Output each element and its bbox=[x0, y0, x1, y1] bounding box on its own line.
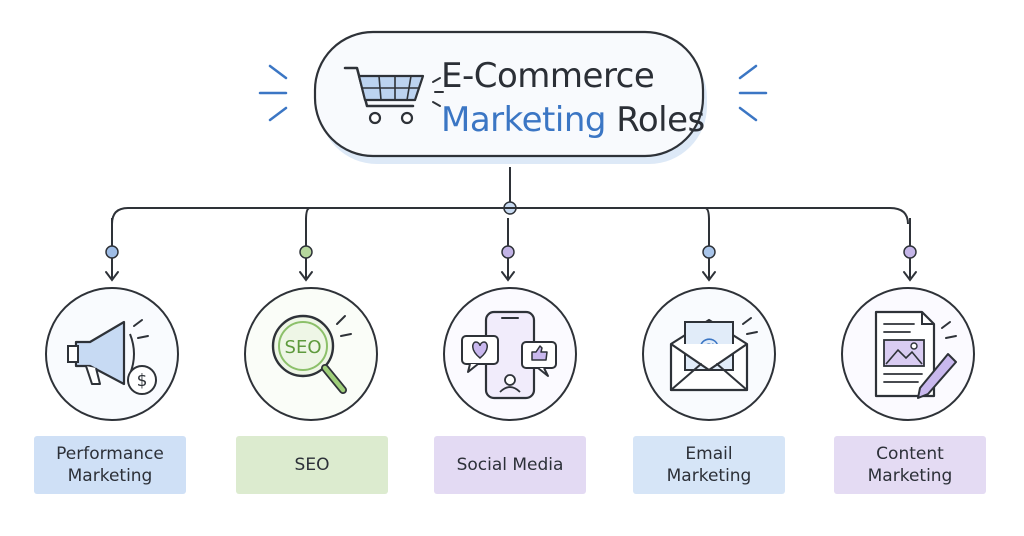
seo-icon-text: SEO bbox=[285, 337, 322, 358]
node-performance-marketing: $ bbox=[42, 284, 182, 424]
arrow-head bbox=[501, 271, 515, 282]
title-line-2: Marketing Roles bbox=[441, 98, 705, 142]
title-rest-word: Roles bbox=[605, 100, 705, 140]
label-seo: SEO bbox=[236, 436, 388, 494]
label-text: Content Marketing bbox=[867, 444, 953, 486]
arrow-head bbox=[903, 271, 917, 282]
right-sparkle-icon bbox=[738, 64, 768, 122]
label-email-marketing: Email Marketing bbox=[633, 436, 785, 494]
drop-dot bbox=[903, 245, 917, 259]
drop-dot bbox=[299, 245, 313, 259]
label-content-marketing: Content Marketing bbox=[834, 436, 986, 494]
arrow-head bbox=[105, 271, 119, 282]
drop-dot bbox=[702, 245, 716, 259]
megaphone-dollar-icon: $ bbox=[67, 319, 157, 395]
svg-text:$: $ bbox=[137, 371, 148, 391]
label-text: Email Marketing bbox=[666, 444, 752, 486]
envelope-at-icon: @ bbox=[669, 317, 758, 392]
shopping-cart-icon bbox=[343, 66, 444, 125]
drop-dot bbox=[105, 245, 119, 259]
label-performance-marketing: Performance Marketing bbox=[34, 436, 186, 494]
magnifier-seo-icon: SEO bbox=[271, 314, 352, 394]
drop-dot bbox=[501, 245, 515, 259]
document-pencil-icon bbox=[874, 310, 957, 399]
node-content-marketing bbox=[838, 284, 978, 424]
title-box: E-Commerce Marketing Roles bbox=[313, 30, 711, 166]
left-sparkle-icon bbox=[258, 64, 288, 122]
node-social-media bbox=[440, 284, 580, 424]
label-text: SEO bbox=[294, 455, 330, 475]
title-line-1: E-Commerce bbox=[441, 56, 655, 96]
arrow-head bbox=[299, 271, 313, 282]
label-text: Social Media bbox=[456, 455, 564, 475]
title-heading: E-Commerce Marketing Roles bbox=[441, 54, 705, 142]
phone-social-icon bbox=[461, 310, 557, 400]
arrow-head bbox=[702, 271, 716, 282]
label-text: Performance Marketing bbox=[56, 444, 164, 486]
node-seo: SEO bbox=[241, 284, 381, 424]
title-accent-word: Marketing bbox=[441, 100, 606, 140]
node-email-marketing: @ bbox=[639, 284, 779, 424]
label-social-media: Social Media bbox=[434, 436, 586, 494]
